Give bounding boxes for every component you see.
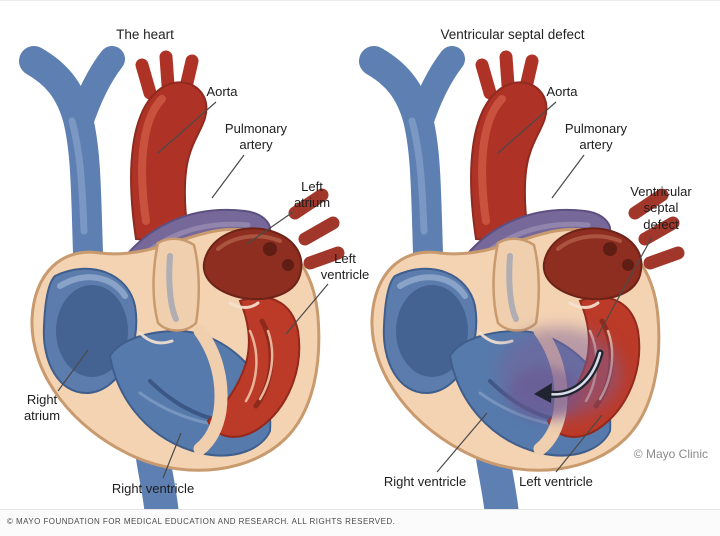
label-left-atrium: Left atrium bbox=[293, 179, 331, 211]
mayo-clinic-credit: © Mayo Clinic bbox=[633, 447, 708, 461]
copyright-footer-text: © MAYO FOUNDATION FOR MEDICAL EDUCATION … bbox=[7, 517, 396, 526]
label-right-atrium: Right atrium bbox=[23, 392, 61, 424]
label-left-ventricle: Left ventricle bbox=[320, 251, 370, 283]
copyright-footer: © MAYO FOUNDATION FOR MEDICAL EDUCATION … bbox=[0, 509, 720, 536]
label-right-ventricle-right: Right ventricle bbox=[383, 474, 467, 489]
shunt-flow-arrow bbox=[534, 349, 604, 403]
label-ventricular-septal-defect: Ventricular septal defect bbox=[630, 184, 692, 232]
leader-lines bbox=[57, 101, 653, 479]
label-aorta-left: Aorta bbox=[206, 84, 238, 99]
left-diagram-title: The heart bbox=[116, 27, 174, 42]
label-left-ventricle-right: Left ventricle bbox=[519, 474, 593, 489]
vsd-defect-overlay bbox=[498, 327, 622, 419]
label-pulmonary-artery-left: Pulmonary artery bbox=[224, 121, 288, 153]
label-right-ventricle-left: Right ventricle bbox=[111, 481, 195, 496]
right-diagram-title: Ventricular septal defect bbox=[440, 27, 585, 42]
label-pulmonary-artery-right: Pulmonary artery bbox=[564, 121, 628, 153]
label-aorta-right: Aorta bbox=[546, 84, 578, 99]
